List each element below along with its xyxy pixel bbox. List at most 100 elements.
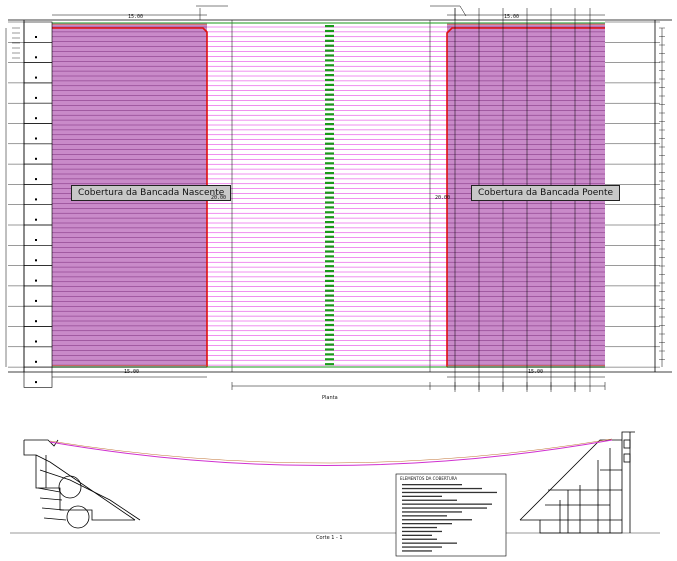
dimension-lines	[5, 5, 663, 387]
cable-tag	[325, 363, 334, 366]
cable-tag	[325, 113, 334, 116]
cable-tag	[325, 221, 334, 224]
left-axis-ticks	[12, 27, 20, 59]
legend-text-line	[402, 487, 482, 490]
cable-tag	[325, 240, 334, 243]
green-edges	[52, 22, 605, 368]
legend-text-line	[402, 507, 487, 509]
cable-tag	[325, 142, 334, 145]
cable-tag	[325, 333, 334, 336]
cable-tag	[325, 123, 334, 126]
legend-text-line	[402, 519, 472, 521]
cable-tag	[325, 304, 334, 307]
section-cable-upper	[49, 438, 613, 464]
cable-tag	[325, 147, 334, 150]
cable-tag	[325, 98, 334, 101]
cable-tag	[325, 54, 334, 57]
roof-cable-lines	[52, 26, 605, 366]
label-left-roof: Cobertura da Bancada Nascente	[71, 185, 232, 201]
cable-tag	[325, 260, 334, 263]
cable-tag	[325, 358, 334, 361]
cable-tag	[325, 167, 334, 170]
legend-box	[395, 473, 507, 557]
cable-tag	[325, 93, 334, 96]
legend-text-line	[402, 503, 492, 505]
cable-tag	[325, 309, 334, 312]
cable-tag	[325, 69, 334, 72]
cable-tag	[325, 206, 334, 209]
cable-tag	[325, 103, 334, 106]
dim-mid-right: 20.00	[435, 195, 451, 201]
cable-tag	[325, 78, 334, 82]
cable-tag	[325, 294, 334, 297]
cable-tag	[325, 49, 334, 52]
cable-tag	[325, 274, 334, 278]
cable-tag	[325, 338, 334, 341]
right-axis-ticks	[659, 27, 665, 360]
cable-tag	[325, 88, 334, 91]
cable-tag	[325, 314, 334, 317]
legend-text-line	[402, 546, 442, 548]
cable-tag	[325, 216, 334, 219]
cable-tag	[325, 74, 334, 77]
cable-tag	[325, 39, 334, 42]
center-cable-labels	[325, 25, 334, 366]
legend-text-line	[402, 523, 452, 525]
legend-text-line	[402, 542, 457, 544]
cable-tag	[325, 201, 334, 204]
cable-tag	[325, 225, 334, 229]
roof-edge-right	[446, 27, 605, 367]
cable-tag	[325, 323, 334, 327]
cable-tag	[325, 245, 334, 248]
legend-title: ELEMENTOS DA COBERTURA	[400, 476, 458, 481]
cable-tag	[325, 353, 334, 356]
section-drawing	[10, 431, 660, 534]
cable-tag	[325, 152, 334, 155]
section-caption: Corte 1 - 1	[316, 535, 343, 541]
dim-top-right: 15.00	[504, 14, 520, 20]
cable-tag	[325, 319, 334, 322]
cable-tag	[325, 250, 334, 253]
cable-tag	[325, 64, 334, 67]
cable-tag	[325, 270, 334, 273]
cable-tag	[325, 162, 334, 165]
cable-tag	[325, 328, 334, 331]
cable-tag	[325, 255, 334, 258]
dim-mid-left: 20.00	[211, 195, 227, 201]
cable-tag	[325, 186, 334, 189]
legend-text-line	[402, 530, 442, 533]
cable-tag	[325, 181, 334, 184]
dim-bottom-right: 15.00	[528, 369, 544, 375]
cable-tag	[325, 279, 334, 282]
cable-tag	[325, 157, 334, 160]
cable-tag	[325, 299, 334, 302]
legend-text-line	[402, 538, 437, 540]
legend-text-line	[402, 511, 462, 513]
cable-tag	[325, 176, 334, 180]
cable-tag	[325, 108, 334, 111]
cable-tag	[325, 196, 334, 199]
cable-tag	[325, 235, 334, 238]
legend-text-line	[402, 495, 442, 497]
legend-text-line	[402, 534, 432, 536]
cable-tag	[325, 34, 334, 37]
cable-tag	[325, 265, 334, 268]
cable-tag	[325, 137, 334, 140]
cable-tag	[325, 25, 334, 28]
cable-tag	[325, 211, 334, 214]
cable-tag	[325, 118, 334, 121]
cable-tag	[325, 132, 334, 135]
legend-text-line	[402, 515, 447, 517]
left-stand-bays	[8, 21, 53, 388]
dim-top-left: 15.00	[128, 14, 144, 20]
legend-text-line	[402, 526, 437, 529]
cable-tag	[325, 343, 334, 346]
cable-tag	[325, 83, 334, 86]
cable-tag	[325, 127, 334, 131]
section-cable	[49, 439, 613, 466]
cable-tag	[325, 289, 334, 292]
bottom-axis-ticks	[231, 382, 606, 390]
cable-tag	[325, 191, 334, 194]
cable-tag	[325, 29, 334, 33]
cable-tag	[325, 44, 334, 47]
